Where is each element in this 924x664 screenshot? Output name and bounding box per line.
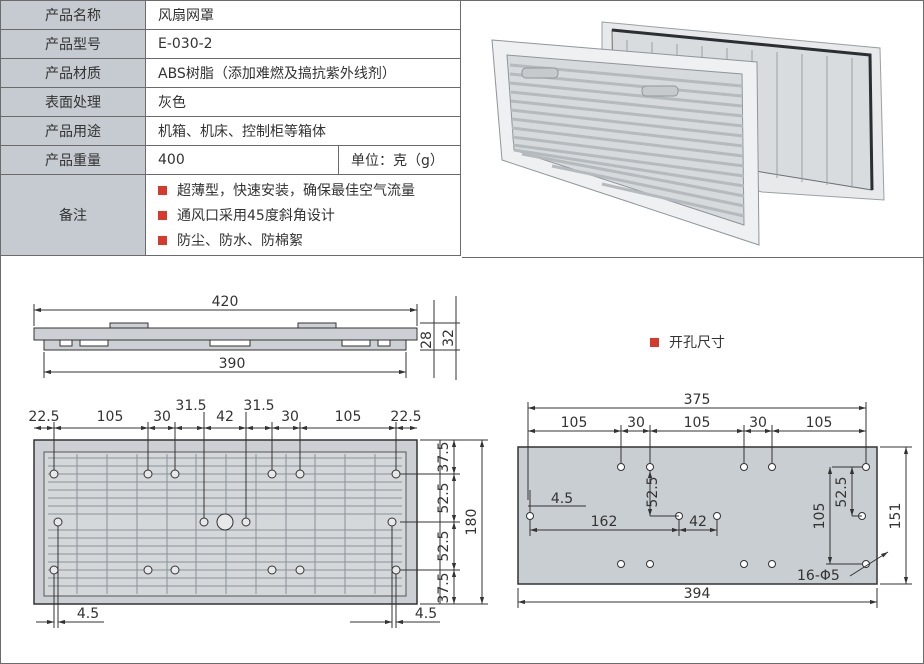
spec-value: 风扇网罩	[145, 0, 461, 30]
spec-row-model: 产品型号 E-030-2	[0, 29, 461, 59]
spec-label: 备注	[0, 174, 146, 256]
dim-32: 32	[441, 329, 457, 347]
cut-dim-375: 375	[684, 392, 711, 408]
dim-180: 180	[464, 509, 480, 536]
dim-105-right: 105	[335, 409, 362, 425]
cut-dim-162: 162	[591, 514, 618, 530]
spec-table: 产品名称 风扇网罩 产品型号 E-030-2 产品材质 ABS树脂（添加难燃及搞…	[0, 0, 461, 256]
spec-row-notes: 备注 超薄型，快速安装，确保最佳空气流量 通风口采用45度斜角设计 防尘、防水、…	[0, 174, 461, 256]
dim-105-left: 105	[97, 409, 124, 425]
dim-4-5-right: 4.5	[415, 606, 437, 622]
cut-dim-105-a: 105	[561, 415, 588, 431]
bullet-icon	[158, 235, 167, 245]
spec-label: 产品重量	[0, 145, 146, 175]
bullet-icon	[158, 210, 167, 220]
dim-30-right: 30	[281, 409, 299, 425]
cut-dim-151: 151	[888, 503, 904, 530]
dim-31-5-left: 31.5	[175, 398, 206, 414]
dim-52-5-lower: 52.5	[436, 530, 452, 561]
bullet-icon	[650, 337, 659, 347]
product-photo	[462, 0, 924, 258]
cut-dim-394: 394	[684, 586, 711, 602]
dim-52-5-upper: 52.5	[436, 482, 452, 513]
front-view: 22.5 105 30 31.5 42 31.5 30 105 22.5 37.…	[28, 398, 488, 628]
spec-row-name: 产品名称 风扇网罩	[0, 0, 461, 30]
cut-dim-105-c: 105	[806, 415, 833, 431]
cutout-title: 开孔尺寸	[650, 332, 725, 352]
spec-value: ABS树脂（添加难燃及搞抗紫外线剂）	[145, 58, 461, 88]
cutout-view: 375 105 30 105 30 105 4.5 52.5 162 42	[517, 392, 912, 608]
dim-22-5-right: 22.5	[390, 409, 421, 425]
spec-row-surface: 表面处理 灰色	[0, 87, 461, 117]
dim-420: 420	[212, 294, 239, 310]
side-view: 420 390 28 32	[33, 294, 460, 380]
cut-holes-label: 16-Φ5	[797, 568, 840, 584]
dim-31-5-right: 31.5	[243, 398, 274, 414]
spec-value: 灰色	[145, 87, 461, 117]
cut-dim-105-b: 105	[684, 415, 711, 431]
spec-row-weight: 产品重量 400 单位：克（g）	[0, 145, 461, 175]
cut-dim-30-a: 30	[627, 415, 645, 431]
dim-37-5-top: 37.5	[436, 441, 452, 472]
spec-label: 产品用途	[0, 116, 146, 146]
bullet-icon	[158, 185, 167, 195]
spec-label: 产品名称	[0, 0, 146, 30]
spec-unit: 单位：克（g）	[338, 145, 461, 175]
note-item: 防尘、防水、防棉絮	[158, 228, 460, 253]
note-item: 通风口采用45度斜角设计	[158, 203, 460, 228]
cut-dim-52-5-mid: 52.5	[645, 476, 661, 507]
dim-4-5-left: 4.5	[77, 606, 99, 622]
spec-row-material: 产品材质 ABS树脂（添加难燃及搞抗紫外线剂）	[0, 58, 461, 88]
notes-list: 超薄型，快速安装，确保最佳空气流量 通风口采用45度斜角设计 防尘、防水、防棉絮	[145, 174, 461, 256]
spec-value: 机箱、机床、控制柜等箱体	[145, 116, 461, 146]
spec-label: 产品材质	[0, 58, 146, 88]
dim-30-left: 30	[153, 409, 171, 425]
cut-dim-30-b: 30	[749, 415, 767, 431]
dim-37-5-bottom: 37.5	[436, 572, 452, 603]
cut-dim-105-right: 105	[812, 503, 828, 530]
cut-dim-4-5: 4.5	[551, 491, 573, 507]
dim-390: 390	[219, 356, 246, 372]
dim-42: 42	[216, 409, 234, 425]
cut-dim-52-5-right: 52.5	[834, 476, 850, 507]
fan-grill-illustration	[491, 21, 885, 246]
dim-28: 28	[419, 331, 435, 349]
dim-22-5-left: 22.5	[28, 409, 59, 425]
spec-row-use: 产品用途 机箱、机床、控制柜等箱体	[0, 116, 461, 146]
spec-label: 产品型号	[0, 29, 146, 59]
cut-dim-42: 42	[689, 514, 707, 530]
note-item: 超薄型，快速安装，确保最佳空气流量	[158, 178, 460, 203]
spec-value: 400	[145, 145, 339, 175]
spec-label: 表面处理	[0, 87, 146, 117]
